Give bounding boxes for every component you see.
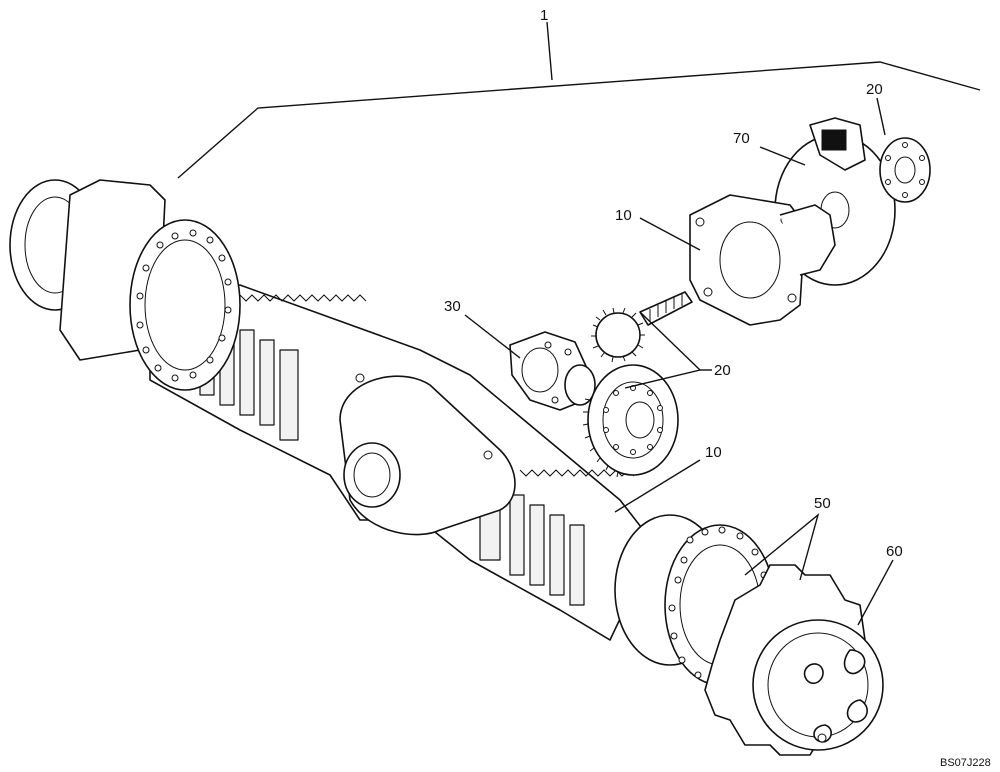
assembly-bracket bbox=[177, 21, 981, 179]
callout-housing-lower: 10 bbox=[705, 444, 722, 461]
carrier-housing bbox=[689, 194, 836, 326]
callout-brake: 70 bbox=[733, 130, 750, 147]
pinion-gear bbox=[591, 291, 693, 363]
reference-code: BS07J228 bbox=[940, 757, 991, 769]
callout-sensor: 20 bbox=[866, 81, 883, 98]
callout-assembly: 1 bbox=[540, 7, 548, 24]
callout-hub: 60 bbox=[886, 543, 903, 560]
leader-lines bbox=[464, 97, 894, 626]
left-wheel-end bbox=[9, 179, 241, 391]
ring-gear bbox=[582, 364, 679, 478]
callout-differential: 30 bbox=[444, 298, 461, 315]
callout-housing-upper: 10 bbox=[615, 207, 632, 224]
differential-case bbox=[509, 331, 596, 411]
sensor-flange bbox=[879, 137, 931, 203]
callout-planetary: 50 bbox=[814, 495, 831, 512]
callout-labels: 1 20 70 10 30 20 10 50 60 BS07J228 bbox=[444, 7, 991, 769]
right-wheel-end bbox=[614, 514, 884, 756]
callout-gear-set: 20 bbox=[714, 362, 731, 379]
